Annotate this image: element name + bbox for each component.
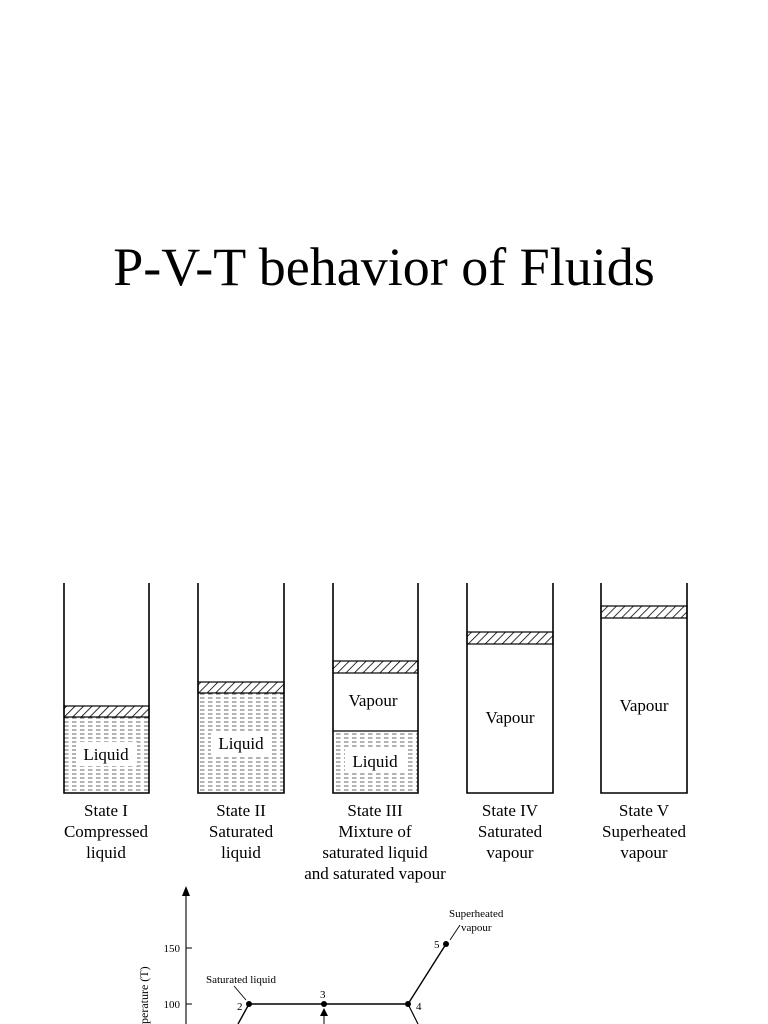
piston: [466, 631, 554, 645]
y-tick-label: 100: [164, 999, 181, 1011]
liquid-label: Liquid: [83, 745, 129, 764]
cylinder-state-1: Liquid State I Compressed liquid: [63, 583, 150, 862]
cylinder-state-4: Vapour State IV Saturated vapour: [466, 583, 554, 862]
point-2: [246, 1001, 252, 1007]
state-label: State V: [619, 801, 670, 820]
vapour-label: Vapour: [485, 708, 534, 727]
state-caption-line: Saturated: [209, 822, 274, 841]
annotation-superheated: vapour: [461, 922, 492, 934]
state-caption-line: and saturated vapour: [304, 864, 446, 883]
point-3: [321, 1001, 327, 1007]
cylinder-wall: [600, 583, 688, 794]
cylinder-state-3: Vapour Liquid State III Mixture of satur…: [304, 583, 446, 883]
cylinder-wall: [197, 583, 285, 794]
piston: [332, 660, 419, 674]
liquid-label: Liquid: [218, 734, 264, 753]
point-label: 2: [237, 1001, 243, 1013]
state-caption-line: vapour: [620, 843, 668, 862]
piston: [63, 705, 150, 718]
y-axis-label: perature (T): [137, 966, 151, 1024]
state-caption-line: Saturated: [478, 822, 543, 841]
annotation-pointer: [233, 985, 247, 1001]
point-label: 4: [416, 1001, 422, 1013]
vapour-curve-line: [407, 1003, 419, 1024]
state-label: State IV: [482, 801, 539, 820]
cylinder-state-5: Vapour State V Superheated vapour: [600, 583, 688, 862]
point-label: 3: [320, 989, 326, 1001]
state-caption-line: Superheated: [602, 822, 687, 841]
cylinder-state-2: Liquid State II Saturated liquid: [197, 583, 285, 862]
state-label: State I: [84, 801, 128, 820]
slide-title: P-V-T behavior of Fluids: [113, 237, 655, 297]
state-label: State III: [347, 801, 403, 820]
cylinder-wall: [332, 583, 419, 794]
annotation-superheated: Superheated: [449, 908, 504, 920]
vapour-label: Vapour: [348, 691, 397, 710]
state-caption-line: vapour: [486, 843, 534, 862]
temperature-graph: 150 100 perature (T) 2 3 4 5 Saturated l…: [137, 886, 504, 1024]
state-caption-line: liquid: [86, 843, 126, 862]
cylinder-wall: [466, 583, 554, 794]
state-caption-line: Mixture of: [338, 822, 412, 841]
superheat-line: [407, 943, 447, 1005]
cylinder-wall: [63, 583, 150, 794]
annotation-pointer: [449, 924, 461, 941]
liquid-label: Liquid: [352, 752, 398, 771]
state-label: State II: [216, 801, 266, 820]
state-caption-line: Compressed: [64, 822, 149, 841]
point-5: [443, 941, 449, 947]
vapour-label: Vapour: [619, 696, 668, 715]
liquid-line: [237, 1003, 250, 1024]
piston: [600, 605, 688, 619]
point-4: [405, 1001, 411, 1007]
annotation-saturated-liquid: Saturated liquid: [206, 974, 276, 986]
state-caption-line: saturated liquid: [322, 843, 428, 862]
state-caption-line: liquid: [221, 843, 261, 862]
piston: [197, 681, 285, 694]
y-tick-label: 150: [164, 943, 181, 955]
point-label: 5: [434, 939, 440, 951]
y-axis-arrow: [182, 886, 190, 896]
